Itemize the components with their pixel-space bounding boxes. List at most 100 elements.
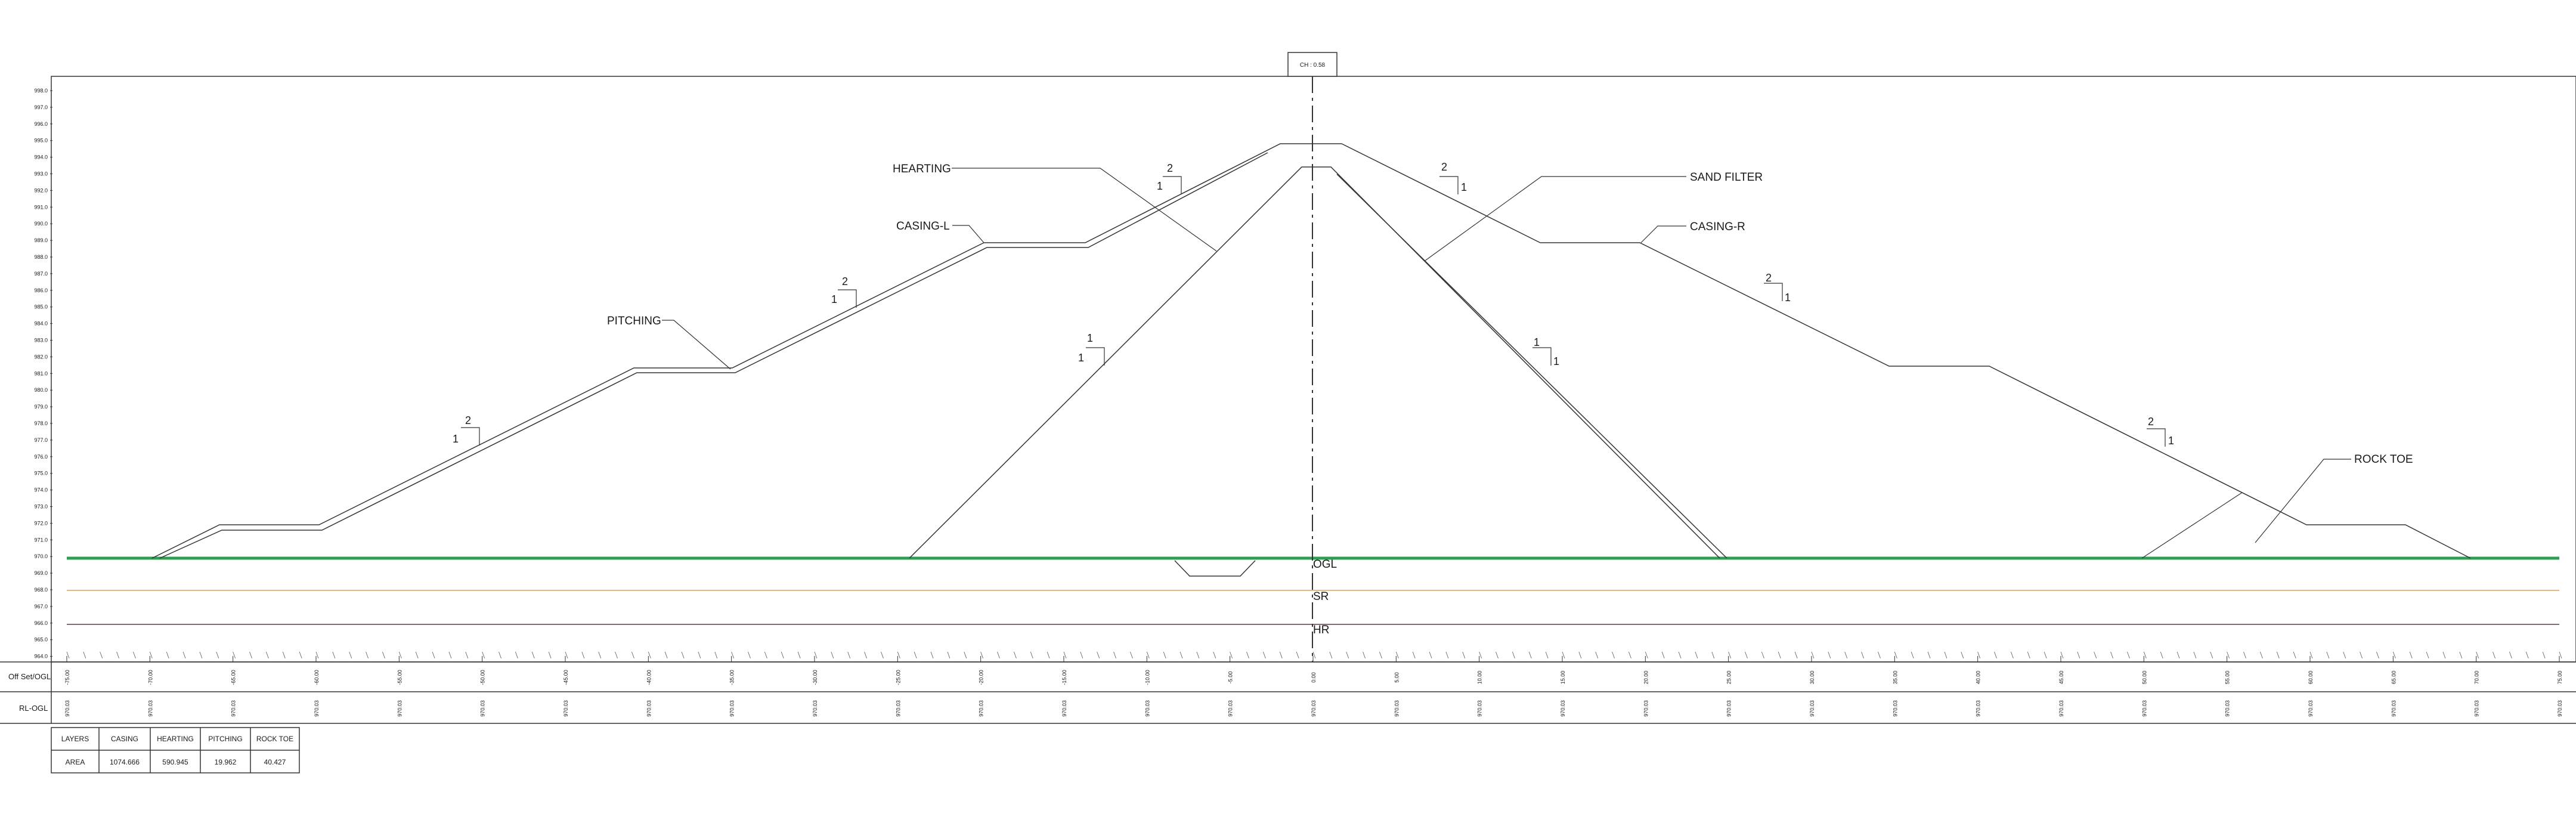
- offset-minor-tick: [964, 651, 967, 659]
- offset-minor-tick: [2392, 651, 2396, 659]
- offset-minor-tick: [2326, 651, 2330, 659]
- rl-value: 970.03: [314, 700, 320, 717]
- level-label: 983.0: [34, 338, 48, 343]
- offset-minor-tick: [100, 651, 103, 659]
- offset-minor-tick: [947, 651, 950, 659]
- offset-minor-tick: [1894, 651, 1897, 659]
- label-ogl: OGL: [1313, 558, 1337, 571]
- rl-value: 970.03: [812, 700, 818, 717]
- label-casing-r: CASING-R: [1640, 221, 1745, 243]
- rl-value: 970.03: [1477, 700, 1483, 717]
- offset-minor-tick: [448, 651, 452, 659]
- label-hearting: HEARTING: [893, 163, 1217, 252]
- offset-minor-tick: [66, 651, 70, 659]
- offset-minor-tick: [1014, 651, 1017, 659]
- offset-minor-tick: [581, 651, 585, 659]
- offset-value: -45.00: [563, 670, 569, 685]
- offset-minor-tick: [1296, 651, 1299, 659]
- offset-value: -65.00: [231, 670, 237, 685]
- rock-toe-line: [2141, 492, 2243, 559]
- offset-minor-tick: [1163, 651, 1166, 659]
- svg-text:1: 1: [1087, 332, 1093, 344]
- table-header: PITCHING: [208, 735, 242, 743]
- level-label: 990.0: [34, 221, 48, 227]
- table-header: LAYERS: [61, 735, 89, 743]
- offset-minor-tick: [2459, 651, 2463, 659]
- offset-minor-tick: [2309, 651, 2313, 659]
- svg-text:1: 1: [1157, 180, 1163, 192]
- offset-minor-tick: [1778, 651, 1781, 659]
- table-cell: 19.962: [215, 758, 237, 766]
- rl-value: 970.03: [147, 700, 153, 717]
- offset-minor-tick: [980, 651, 984, 659]
- offset-minor-tick: [1496, 651, 1498, 659]
- casing-r-outline: [1341, 143, 2471, 559]
- offset-minor-tick: [216, 651, 219, 659]
- offset-minor-tick: [1994, 651, 1997, 659]
- level-label: 970.0: [34, 553, 48, 559]
- svg-text:2: 2: [1167, 162, 1173, 174]
- rl-value: 970.03: [563, 700, 569, 717]
- slope-indicator: 2 1: [831, 276, 857, 308]
- offset-minor-tick: [2127, 651, 2130, 659]
- svg-text:PITCHING: PITCHING: [607, 315, 661, 327]
- offset-minor-tick: [1230, 651, 1233, 659]
- offset-minor-tick: [282, 651, 286, 659]
- rl-value: 970.03: [1560, 700, 1566, 717]
- offset-value: -15.00: [1061, 670, 1067, 685]
- offset-value: 35.00: [1892, 671, 1898, 685]
- offset-minor-tick: [415, 651, 419, 659]
- offset-value: -70.00: [147, 670, 153, 685]
- level-label: 988.0: [34, 254, 48, 260]
- offset-value: 15.00: [1560, 671, 1566, 685]
- svg-text:1: 1: [1078, 352, 1084, 364]
- level-scale: 998.0997.0996.0995.0994.0993.0992.0991.0…: [34, 88, 52, 660]
- level-label: 986.0: [34, 287, 48, 293]
- offset-minor-tick: [2293, 651, 2296, 659]
- table-header: HEARTING: [157, 735, 194, 743]
- table-cell: 590.945: [162, 758, 188, 766]
- offset-minor-tick: [2260, 651, 2263, 659]
- level-label: 992.0: [34, 187, 48, 193]
- level-label: 967.0: [34, 604, 48, 609]
- level-label: 976.0: [34, 454, 48, 460]
- offset-minor-tick: [1213, 651, 1216, 659]
- offset-minor-tick: [2426, 651, 2429, 659]
- offset-minor-tick: [2476, 651, 2479, 659]
- offset-minor-tick: [2376, 651, 2379, 659]
- offset-minor-tick: [2409, 651, 2413, 659]
- offset-minor-tick: [166, 651, 169, 659]
- svg-text:2: 2: [2148, 416, 2154, 428]
- table-cell: 40.427: [264, 758, 286, 766]
- drawing-frame: [51, 76, 2576, 663]
- offset-value: 20.00: [1643, 671, 1649, 685]
- offset-minor-tick: [1595, 651, 1599, 659]
- offset-minor-tick: [1395, 651, 1399, 659]
- offset-minor-tick: [1363, 651, 1366, 659]
- level-label: 993.0: [34, 171, 48, 177]
- offset-minor-tick: [2343, 651, 2346, 659]
- label-casing-l: CASING-L: [896, 220, 984, 243]
- rl-value: 970.03: [1144, 700, 1150, 717]
- offset-minor-tick: [2160, 651, 2163, 659]
- offset-minor-tick: [831, 651, 834, 659]
- rl-value: 970.03: [1809, 700, 1815, 717]
- svg-text:1: 1: [1534, 336, 1540, 348]
- offset-minor-tick: [2509, 651, 2512, 659]
- offset-minor-tick: [565, 651, 568, 659]
- offset-minor-tick: [366, 651, 369, 659]
- offset-value: 10.00: [1477, 671, 1483, 685]
- offset-value: 0.00: [1311, 672, 1317, 683]
- offset-minor-tick: [1246, 651, 1249, 659]
- offset-minor-tick: [2442, 651, 2446, 659]
- level-label: 985.0: [34, 304, 48, 310]
- rl-value: 970.03: [2058, 700, 2064, 717]
- offset-minor-tick: [1911, 651, 1914, 659]
- offset-minor-tick: [1312, 651, 1316, 659]
- offset-minor-tick: [1130, 651, 1133, 659]
- offset-minor-tick: [864, 651, 867, 659]
- rl-value: 970.03: [2474, 700, 2480, 717]
- svg-text:CASING-R: CASING-R: [1690, 221, 1745, 233]
- offset-row-title: Off Set/OGL: [8, 672, 51, 681]
